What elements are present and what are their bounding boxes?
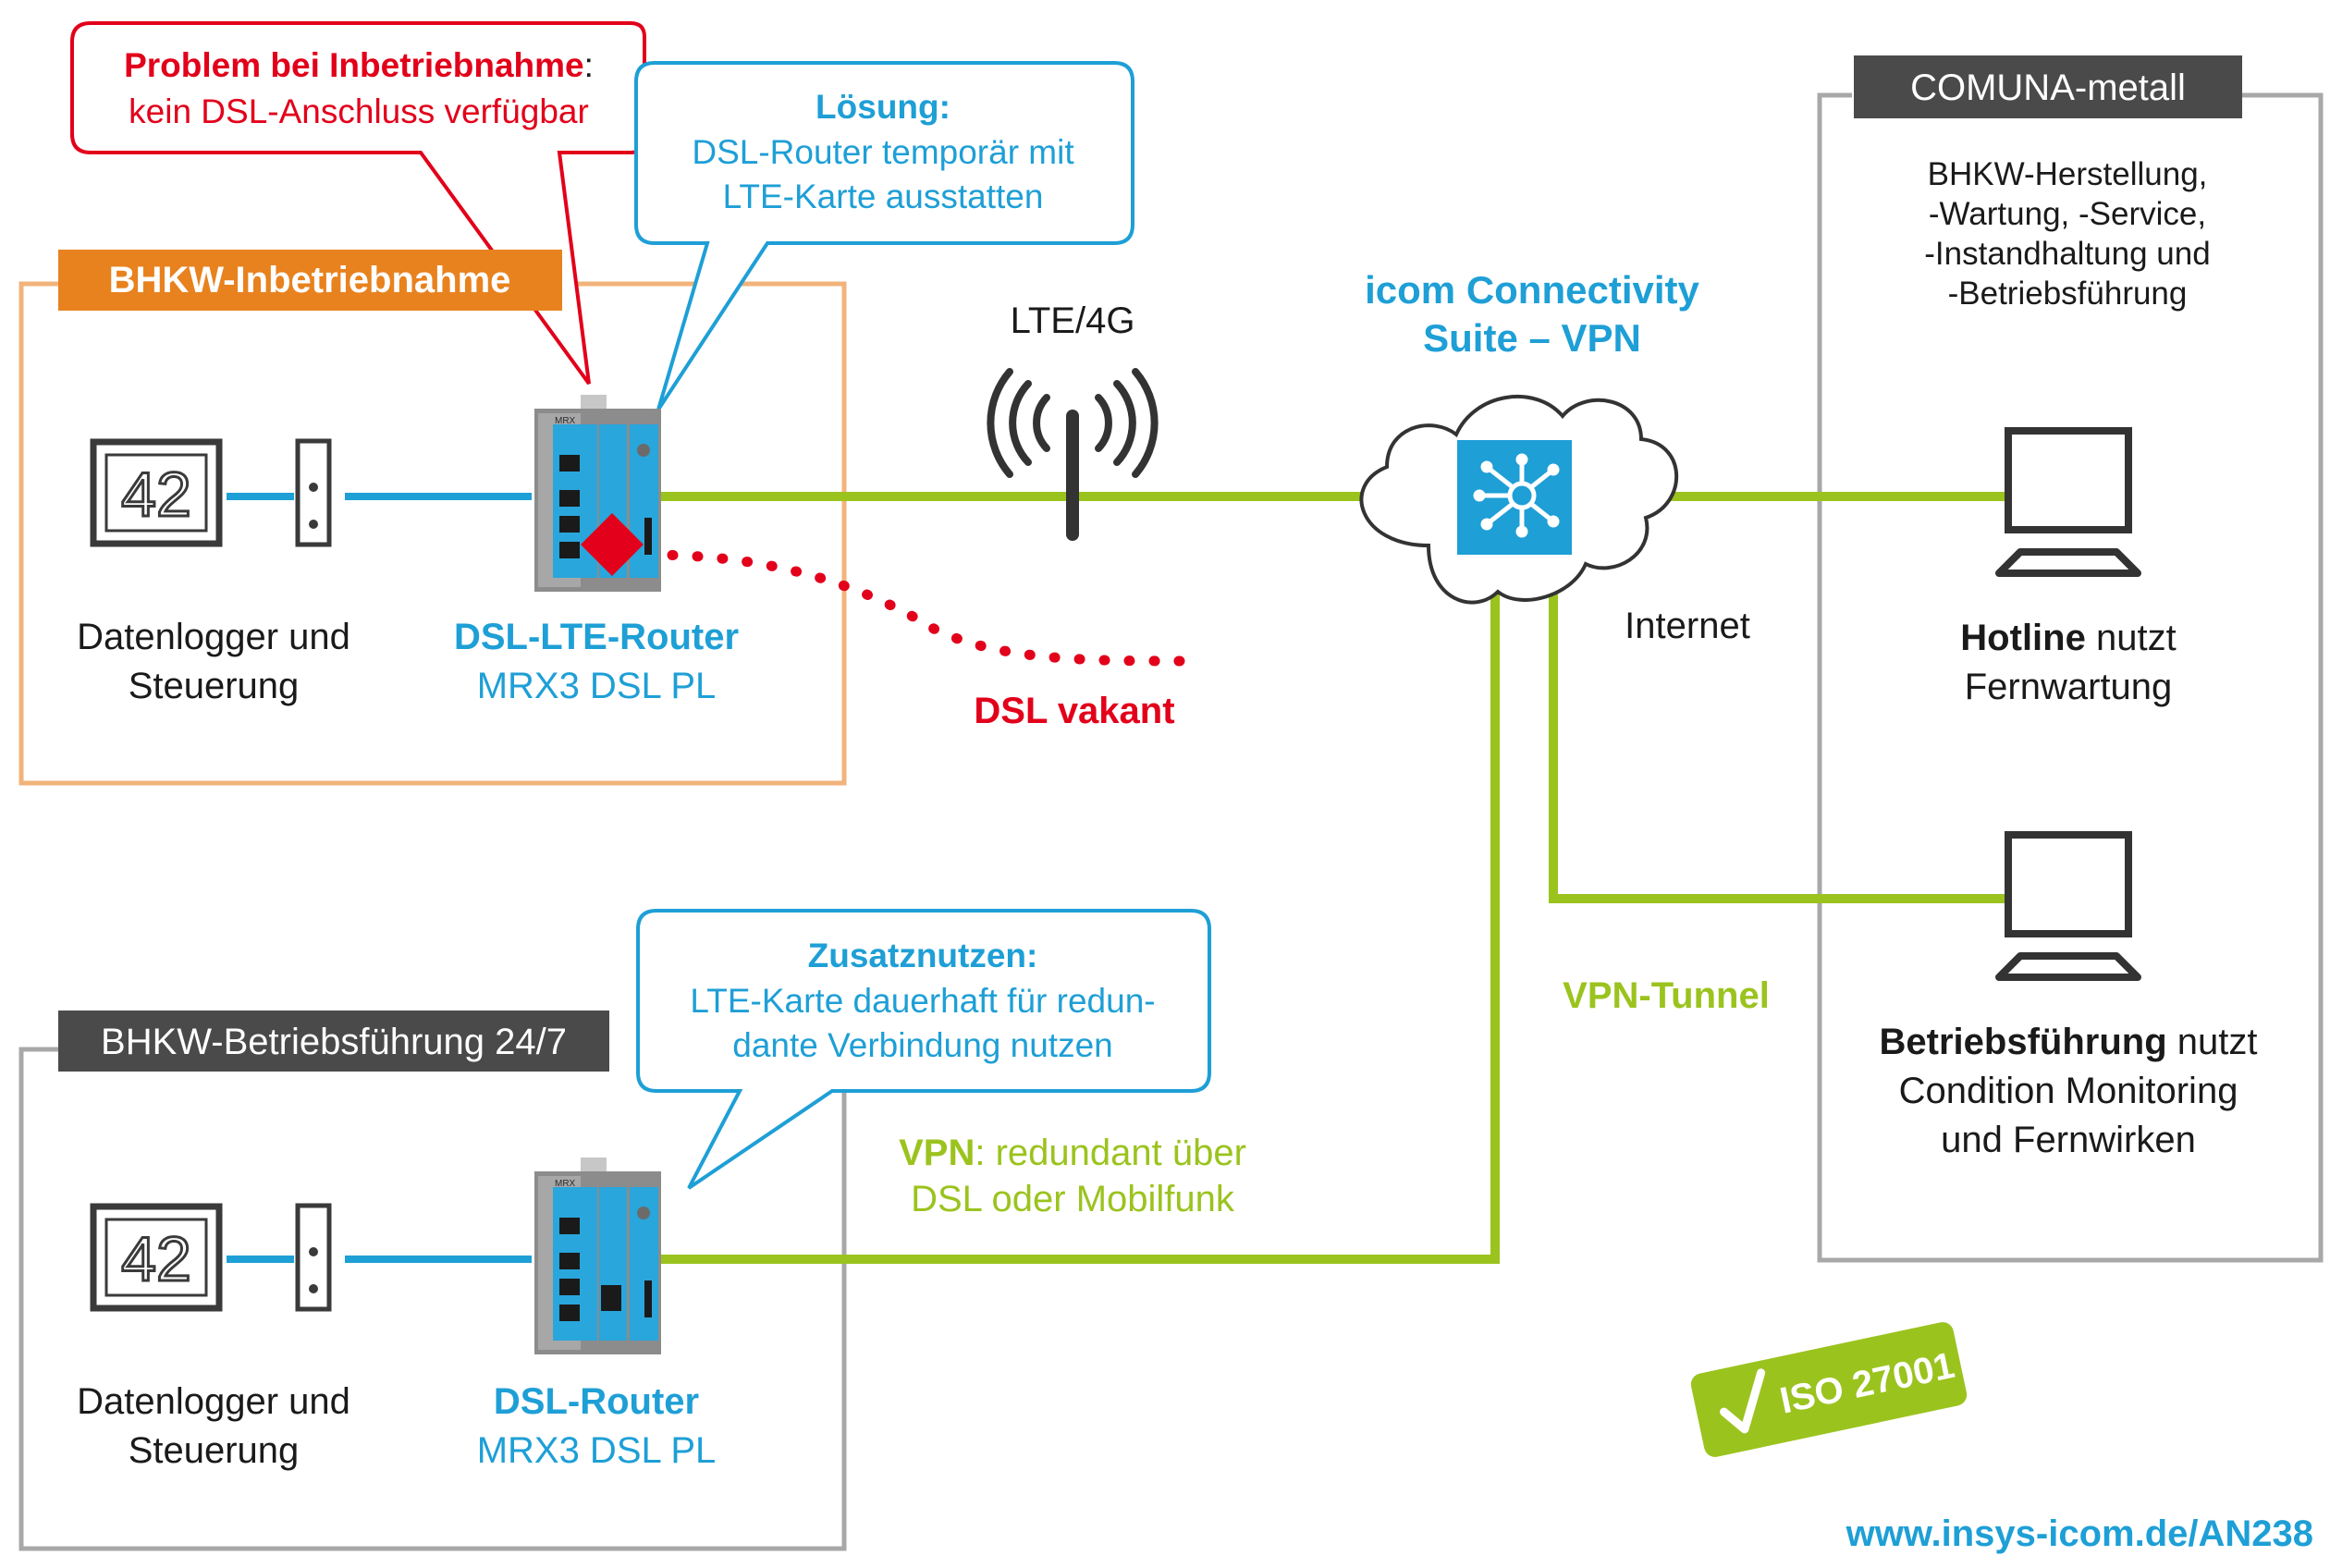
comuna-desc-4: -Betriebsführung [1948, 276, 2188, 312]
top-router-title: DSL-LTE-Router [454, 617, 739, 657]
bottom-logger-line2: Steuerung [129, 1430, 300, 1471]
problem-callout: Problem bei Inbetriebnahme: kein DSL-Ans… [70, 21, 646, 386]
bottom-datalogger-display: 42 [90, 1203, 223, 1312]
comuna-desc-1: BHKW-Herstellung, [1928, 156, 2208, 192]
cloud-title-line1: icom Connectivity [1365, 268, 1699, 312]
comuna-desc-3: -Instandhaltung und [1924, 236, 2210, 272]
comuna-frame [1817, 92, 2324, 1263]
dsl-vacant-label: DSL vakant [974, 691, 1174, 731]
bottom-controller-icon [295, 1203, 332, 1312]
hotline-line2: Fernwartung [1965, 667, 2173, 707]
bottom-router-model: MRX3 DSL PL [477, 1430, 717, 1471]
operations-line2: Condition Monitoring [1899, 1071, 2238, 1111]
comuna-desc-2: -Wartung, -Service, [1929, 196, 2206, 232]
bottom-router-device: MRX [534, 1158, 661, 1354]
svg-text:BHKW-Inbetriebnahme: BHKW-Inbetriebnahme [109, 260, 511, 300]
operations-line1: Betriebsführung nutzt [1880, 1022, 2258, 1062]
cloud-title-line2: Suite – VPN [1423, 316, 1641, 360]
checkmark-icon [1720, 1368, 1766, 1434]
top-router-device: MRX [534, 395, 661, 592]
solution-line1: DSL-Router temporär mit [692, 133, 1074, 171]
internet-cloud [1359, 395, 1679, 605]
problem-text: kein DSL-Anschluss verfügbar [129, 92, 589, 130]
router-tag: MRX [555, 1179, 576, 1189]
solution-callout: Lösung: DSL-Router temporär mit LTE-Kart… [634, 61, 1134, 411]
benefit-callout: Zusatznutzen: LTE-Karte dauerhaft für re… [636, 909, 1211, 1190]
bottom-box-label: BHKW-Betriebsführung 24/7 [58, 1011, 609, 1072]
internet-label: Internet [1625, 606, 1750, 646]
iso-badge: ISO 27001 [1690, 1322, 1968, 1457]
router-tag: MRX [555, 416, 576, 426]
top-controller-icon [295, 438, 332, 547]
svg-text:BHKW-Betriebsführung 24/7: BHKW-Betriebsführung 24/7 [101, 1022, 567, 1062]
operations-line3: und Fernwirken [1941, 1120, 2196, 1160]
benefit-line1: LTE-Karte dauerhaft für redun- [690, 982, 1155, 1020]
footer-url[interactable]: www.insys-icom.de/AN238 [1846, 1513, 2313, 1554]
vpn-redundant-line2: DSL oder Mobilfunk [911, 1179, 1235, 1219]
bottom-logger-line1: Datenlogger und [77, 1381, 350, 1422]
comuna-label: COMUNA-metall [1854, 55, 2242, 118]
benefit-title: Zusatznutzen: [808, 937, 1038, 974]
vpn-redundant-line1: VPN: redundant über [899, 1133, 1246, 1173]
digital-display-icon: 42 [121, 459, 191, 530]
problem-title: Problem bei Inbetriebnahme: [124, 46, 594, 84]
warning-diamond-icon [581, 513, 644, 576]
solution-title: Lösung: [816, 88, 950, 126]
top-datalogger-display: 42 [90, 438, 223, 547]
laptop-icon [1995, 427, 2141, 577]
cell-tower-icon [987, 368, 1159, 541]
lte-label: LTE/4G [1011, 300, 1135, 341]
solution-line2: LTE-Karte ausstatten [723, 178, 1044, 215]
hotline-line1: Hotline nutzt [1960, 618, 2176, 658]
top-logger-line1: Datenlogger und [77, 617, 350, 657]
top-logger-line2: Steuerung [129, 666, 300, 706]
bottom-router-title: DSL-Router [494, 1381, 699, 1422]
network-hub-icon [1473, 453, 1560, 538]
top-router-model: MRX3 DSL PL [477, 666, 717, 706]
svg-text:COMUNA-metall: COMUNA-metall [1910, 67, 2186, 108]
digital-display-icon: 42 [121, 1224, 191, 1294]
laptop-icon [1995, 831, 2141, 981]
vpn-tunnel-label: VPN-Tunnel [1563, 975, 1770, 1016]
benefit-line2: dante Verbindung nutzen [732, 1026, 1112, 1064]
top-box-label: BHKW-Inbetriebnahme [58, 250, 562, 311]
